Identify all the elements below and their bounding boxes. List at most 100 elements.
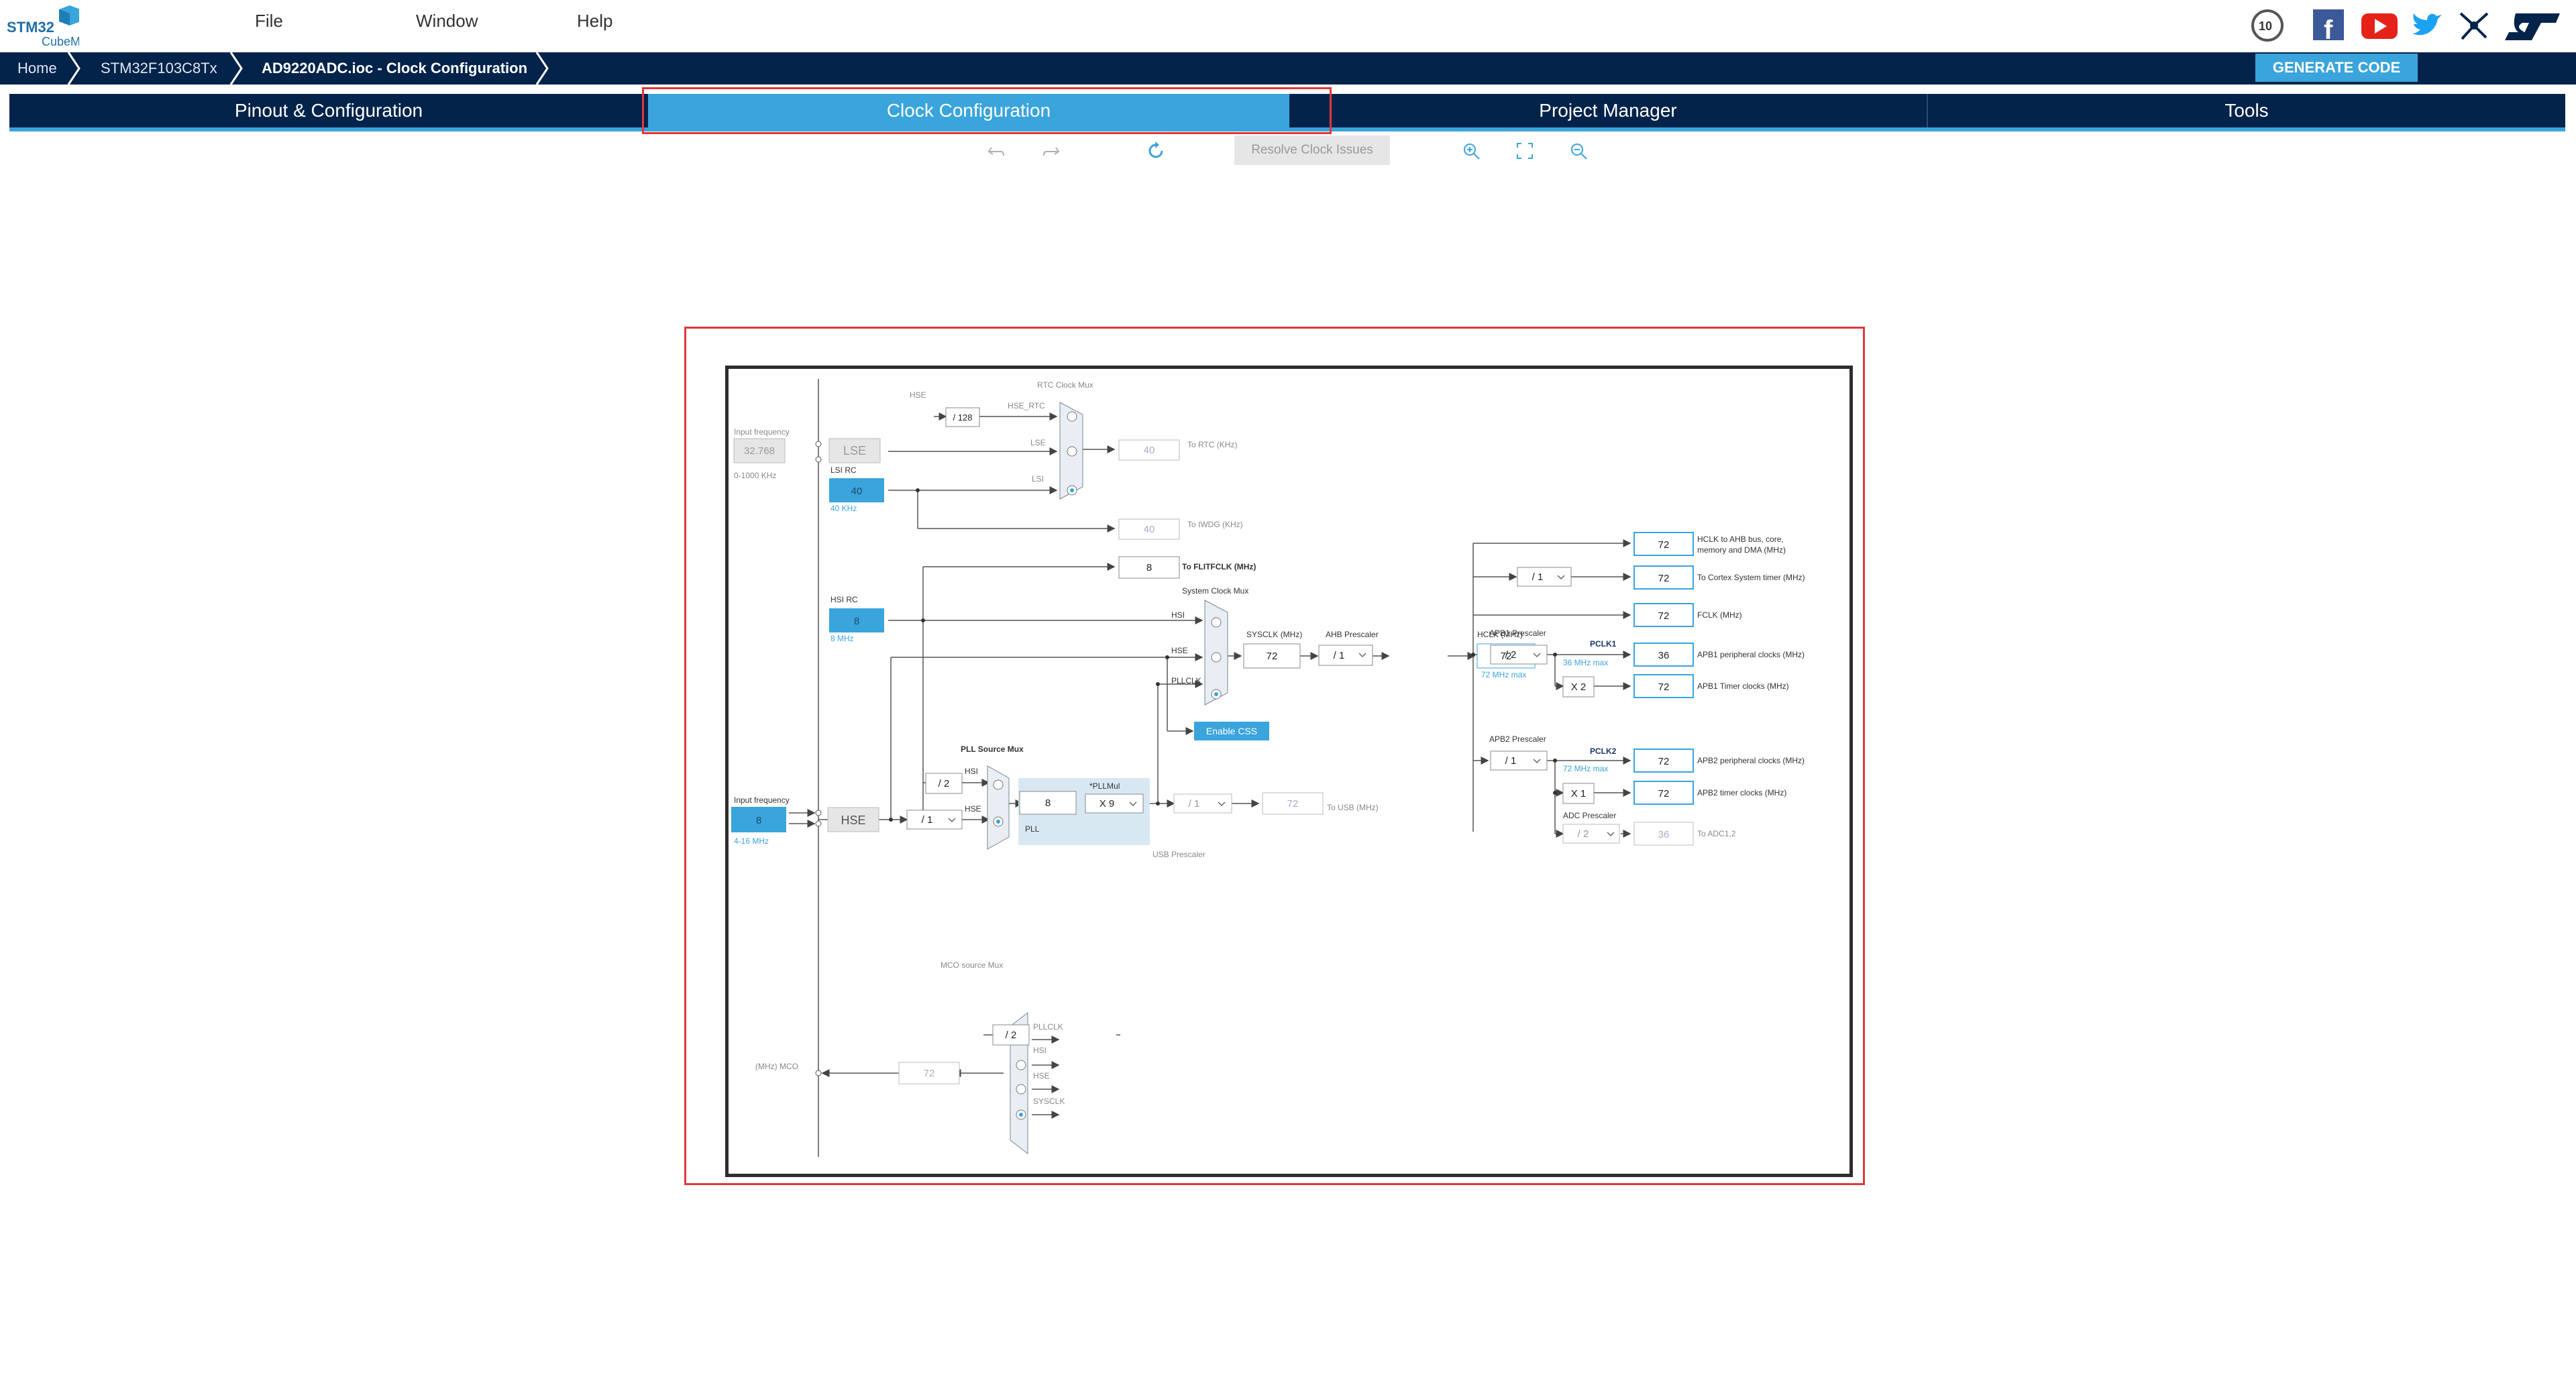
x1-value: X 1 <box>1571 788 1587 799</box>
apb1-prescaler-value: / 2 <box>1505 649 1517 661</box>
hse-div128-value: / 128 <box>953 412 973 423</box>
mco-hse-label: HSE <box>1033 1071 1050 1081</box>
x1-multiplier-box <box>1562 783 1595 804</box>
clock-tree-diagram: 32.768 LSE 40 8 8 HSE <box>731 379 1805 1157</box>
apb1-prescaler-select[interactable] <box>1490 645 1548 665</box>
breadcrumb-separator <box>535 52 549 85</box>
fit-icon[interactable] <box>1515 141 1535 161</box>
apb1-peripheral-value: 36 <box>1658 650 1670 661</box>
youtube-icon[interactable] <box>2360 8 2398 43</box>
to-flitfclk-label: To FLITFCLK (MHz) <box>1182 562 1256 571</box>
hse-rtc-label: HSE_RTC <box>1008 401 1045 410</box>
facebook-icon[interactable]: f <box>2312 8 2347 45</box>
flitfclk-output-box[interactable] <box>1118 556 1180 579</box>
breadcrumb-separator <box>67 52 80 85</box>
mco-div2-value: / 2 <box>1006 1030 1017 1041</box>
apb1-peripheral-label: APB1 peripheral clocks (MHz) <box>1697 650 1805 659</box>
lse-block <box>828 438 881 463</box>
adc-prescaler-label: ADC Prescaler <box>1563 811 1616 820</box>
usb-output-value: 72 <box>1287 798 1299 810</box>
to-adc-label: To ADC1,2 <box>1697 829 1736 838</box>
hclk-max-label: 72 MHz max <box>1481 670 1526 679</box>
svg-text:10: 10 <box>2259 19 2272 33</box>
usb-output-box[interactable] <box>1262 792 1324 815</box>
pll-input-value: 8 <box>1045 797 1051 809</box>
lsi-rc-label: LSI RC <box>830 465 857 475</box>
pllmul-select[interactable] <box>1085 793 1144 814</box>
menu-window[interactable]: Window <box>416 11 478 31</box>
zoom-in-icon[interactable] <box>1461 141 1481 161</box>
tab-underline <box>9 127 2565 131</box>
cortex-timer-label: To Cortex System timer (MHz) <box>1697 573 1805 582</box>
apb2-peripheral-output-box[interactable] <box>1633 749 1694 773</box>
pll-label: PLL <box>1025 824 1040 834</box>
pclk2-label: PCLK2 <box>1590 746 1617 756</box>
usb-prescaler-select[interactable] <box>1173 793 1232 814</box>
hse-range-label: 4-16 MHz <box>734 836 769 846</box>
adc-output-value: 36 <box>1658 829 1670 840</box>
rtc-output-value: 40 <box>1144 445 1155 456</box>
resolve-clock-issues-button[interactable]: Resolve Clock Issues <box>1234 135 1390 165</box>
hsi-div2-value: / 2 <box>938 778 950 789</box>
generate-code-button[interactable]: GENERATE CODE <box>2255 54 2418 82</box>
breadcrumb-file[interactable]: AD9220ADC.ioc - Clock Configuration <box>262 60 528 76</box>
tab-divider <box>1927 94 1928 127</box>
hse-divider-select[interactable] <box>906 810 963 830</box>
st-logo-icon[interactable] <box>2502 8 2563 43</box>
redo-icon[interactable] <box>1041 141 1061 161</box>
usb-prescaler-label: USB Prescaler <box>1152 850 1205 859</box>
sysclk-label: SYSCLK (MHz) <box>1246 630 1302 639</box>
x2-value: X 2 <box>1571 681 1587 693</box>
menu-bar <box>0 0 2576 52</box>
tab-tools[interactable]: Tools <box>2224 100 2269 121</box>
diagram-highlight-box <box>684 327 1865 1185</box>
hclk-label: HCLK (MHz) <box>1477 630 1523 639</box>
fclk-output-box[interactable] <box>1633 603 1694 627</box>
iwdg-output-value: 40 <box>1144 524 1155 535</box>
sysclk-output-box[interactable] <box>1243 643 1301 669</box>
breadcrumb-mcu[interactable]: STM32F103C8Tx <box>101 60 217 76</box>
tab-clock-configuration[interactable]: Clock Configuration <box>648 94 1289 127</box>
apb2-timer-output-box[interactable] <box>1633 781 1694 805</box>
menu-file[interactable]: File <box>255 11 283 31</box>
hse-input-label: Input frequency <box>734 795 790 805</box>
lsi-rtc-label: LSI <box>1032 474 1044 484</box>
logo-text-1: STM32 <box>7 19 54 36</box>
network-icon[interactable] <box>2457 8 2491 43</box>
iwdg-output-box[interactable] <box>1118 518 1180 540</box>
to-iwdg-label: To IWDG (KHz) <box>1187 520 1243 529</box>
refresh-icon[interactable] <box>1146 141 1166 161</box>
undo-icon[interactable] <box>986 141 1006 161</box>
adc-prescaler-select[interactable] <box>1562 824 1620 844</box>
breadcrumb <box>0 52 2576 85</box>
lse-input-frequency[interactable] <box>733 438 786 463</box>
apb1-timer-output-box[interactable] <box>1633 674 1694 698</box>
pll-hsi-label: HSI <box>965 767 978 776</box>
enable-css-button[interactable] <box>1194 722 1269 740</box>
pll-source-mux <box>987 765 1010 850</box>
apb2-timer-value: 72 <box>1658 788 1670 799</box>
breadcrumb-home[interactable]: Home <box>17 60 57 76</box>
twitter-icon[interactable] <box>2410 8 2445 43</box>
anniversary-10-icon[interactable]: 10 <box>2250 8 2285 43</box>
rtc-output-box[interactable] <box>1118 439 1180 461</box>
svg-text:Enable CSS: Enable CSS <box>1206 726 1257 736</box>
apb1-peripheral-output-box[interactable] <box>1633 643 1694 667</box>
apb2-prescaler-select[interactable] <box>1490 751 1548 771</box>
cortex-divider-select[interactable] <box>1517 567 1572 587</box>
tab-project-manager[interactable]: Project Manager <box>1539 100 1677 121</box>
zoom-out-icon[interactable] <box>1568 141 1589 161</box>
usb-prescaler-value: / 1 <box>1189 798 1200 810</box>
hclk-ahb-value: 72 <box>1658 539 1670 551</box>
hse-input-frequency[interactable] <box>731 807 786 832</box>
cortex-timer-output-box[interactable] <box>1633 565 1694 590</box>
tab-pinout[interactable]: Pinout & Configuration <box>234 100 423 121</box>
adc-output-box[interactable] <box>1633 822 1694 846</box>
sys-pllclk-label: PLLCLK <box>1171 676 1201 685</box>
hclk-value: 72 <box>1501 651 1512 662</box>
mco-output-box[interactable] <box>898 1062 960 1085</box>
hclk-ahb-output-box[interactable] <box>1633 532 1694 556</box>
hse-rtc-source-label: HSE <box>910 390 926 400</box>
menu-help[interactable]: Help <box>577 11 613 31</box>
svg-text:LSE: LSE <box>843 444 866 457</box>
